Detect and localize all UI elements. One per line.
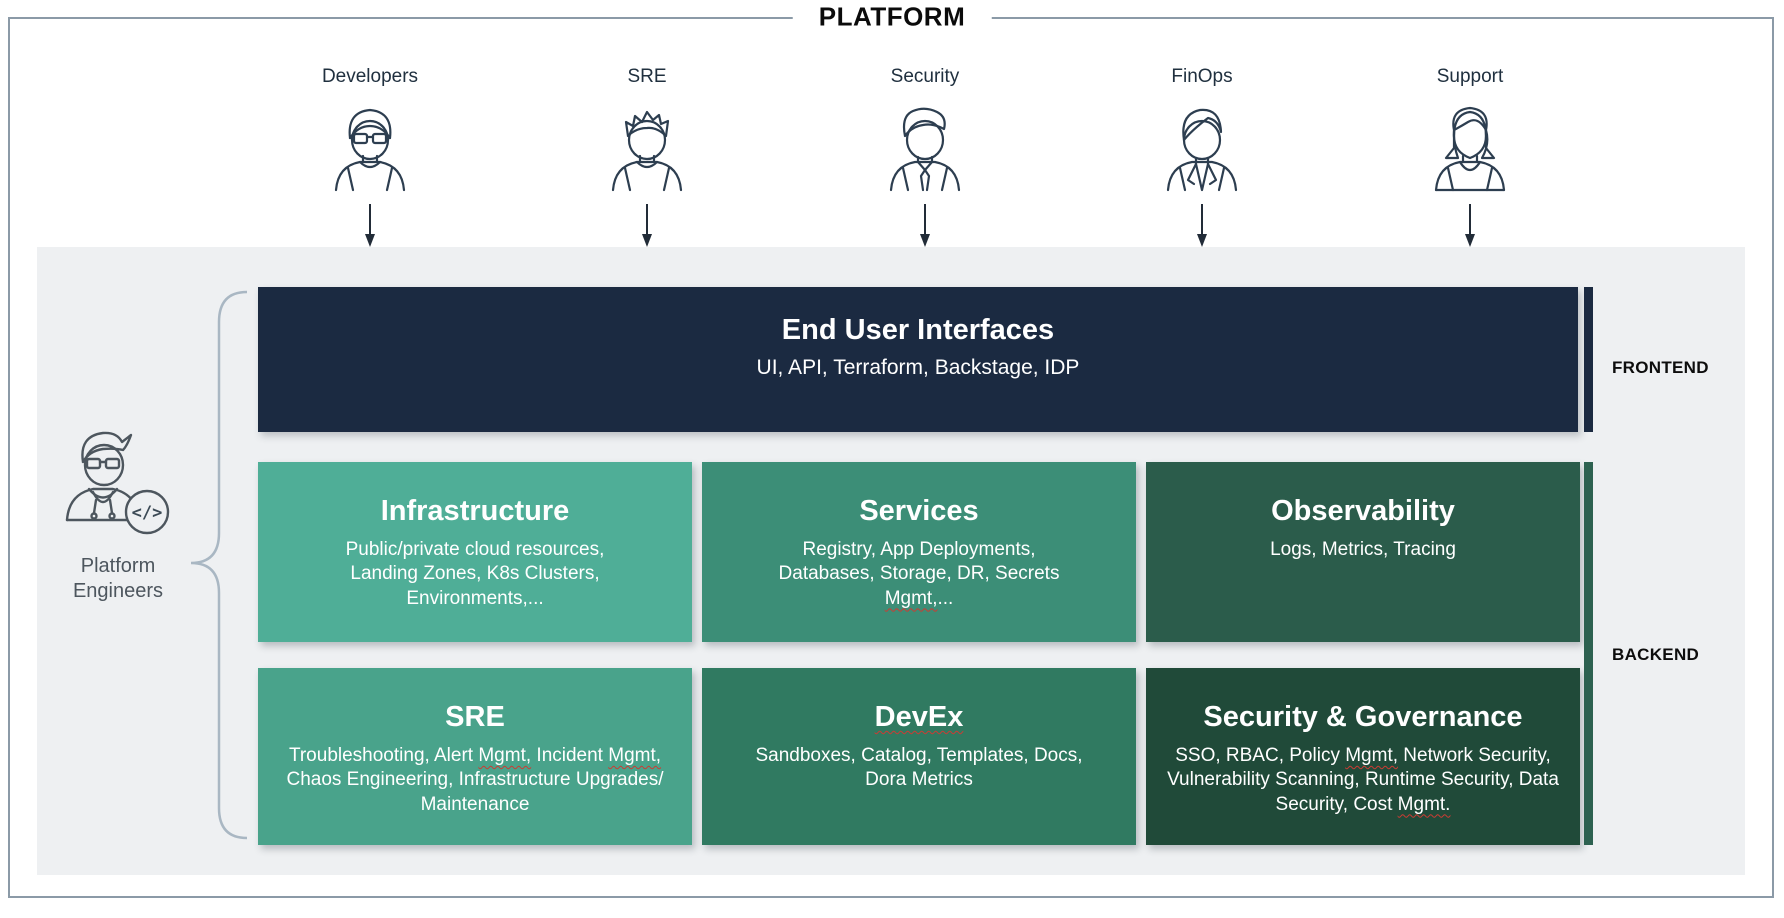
platform-engineer-avatar-icon: </> — [65, 431, 170, 535]
flow-arrow-icon — [1465, 204, 1475, 247]
security-governance-subtitle: SSO, RBAC, Policy Mgmt, Network Security… — [1167, 745, 1559, 815]
persona-label: Security — [890, 66, 960, 87]
services-subtitle: Registry, App Deployments, Databases, St… — [778, 539, 1060, 609]
persona-label: Developers — [321, 66, 419, 87]
support-avatar-icon — [1434, 106, 1506, 192]
infrastructure-subtitle: Public/private cloud resources, Landing … — [345, 539, 605, 609]
sre-subtitle: Troubleshooting, Alert Mgmt, Incident Mg… — [286, 745, 664, 815]
frontend-label: FRONTEND — [1612, 358, 1709, 377]
persona-label: FinOps — [1171, 66, 1233, 87]
platform-engineers-label: Platform Engineers — [72, 555, 164, 602]
observability-box: Observability Logs, Metrics, Tracing — [1146, 462, 1580, 642]
flow-arrow-icon — [642, 204, 652, 247]
infrastructure-box: Infrastructure Public/private cloud reso… — [258, 462, 692, 642]
security-avatar-icon — [889, 107, 961, 192]
diagram-title-wrap: PLATFORM — [792, 1, 992, 33]
devex-box: DevEx Sandboxes, Catalog, Templates, Doc… — [702, 668, 1136, 845]
infrastructure-title: Infrastructure — [380, 495, 570, 527]
backend-bar — [1584, 462, 1593, 845]
developer-avatar-icon — [334, 108, 406, 192]
frontend-bar — [1584, 287, 1593, 432]
persona-label: SRE — [627, 66, 667, 87]
finops-avatar-icon — [1166, 108, 1238, 192]
end-user-interfaces-title: End User Interfaces — [781, 314, 1055, 346]
persona-finops: FinOps — [1102, 66, 1302, 248]
services-title: Services — [859, 495, 979, 527]
devex-subtitle: Sandboxes, Catalog, Templates, Docs, Dor… — [755, 745, 1083, 791]
sre-avatar-icon — [611, 110, 683, 192]
security-governance-box: Security & Governance SSO, RBAC, Policy … — [1146, 668, 1580, 845]
observability-title: Observability — [1271, 495, 1455, 527]
flow-arrow-icon — [1197, 204, 1207, 247]
flow-arrow-icon — [920, 204, 930, 247]
svg-text:</>: </> — [132, 503, 163, 523]
persona-support: Support — [1370, 66, 1570, 248]
diagram-title: PLATFORM — [818, 1, 966, 32]
persona-security: Security — [825, 66, 1025, 248]
devex-title: DevEx — [874, 701, 964, 733]
persona-label: Support — [1436, 66, 1504, 87]
end-user-interfaces-subtitle: UI, API, Terraform, Backstage, IDP — [756, 356, 1080, 379]
sre-title: SRE — [445, 701, 505, 733]
platform-engineers: </> Platform Engineers — [38, 420, 198, 604]
end-user-interfaces-box: End User Interfaces UI, API, Terraform, … — [258, 287, 1578, 432]
persona-sre: SRE — [547, 66, 747, 248]
security-governance-title: Security & Governance — [1203, 701, 1523, 733]
sre-box: SRE Troubleshooting, Alert Mgmt, Inciden… — [258, 668, 692, 845]
services-box: Services Registry, App Deployments, Data… — [702, 462, 1136, 642]
flow-arrow-icon — [365, 204, 375, 247]
grouping-brace — [190, 290, 248, 840]
backend-label: BACKEND — [1612, 645, 1700, 664]
observability-subtitle: Logs, Metrics, Tracing — [1270, 539, 1456, 560]
persona-developers: Developers — [270, 66, 470, 248]
